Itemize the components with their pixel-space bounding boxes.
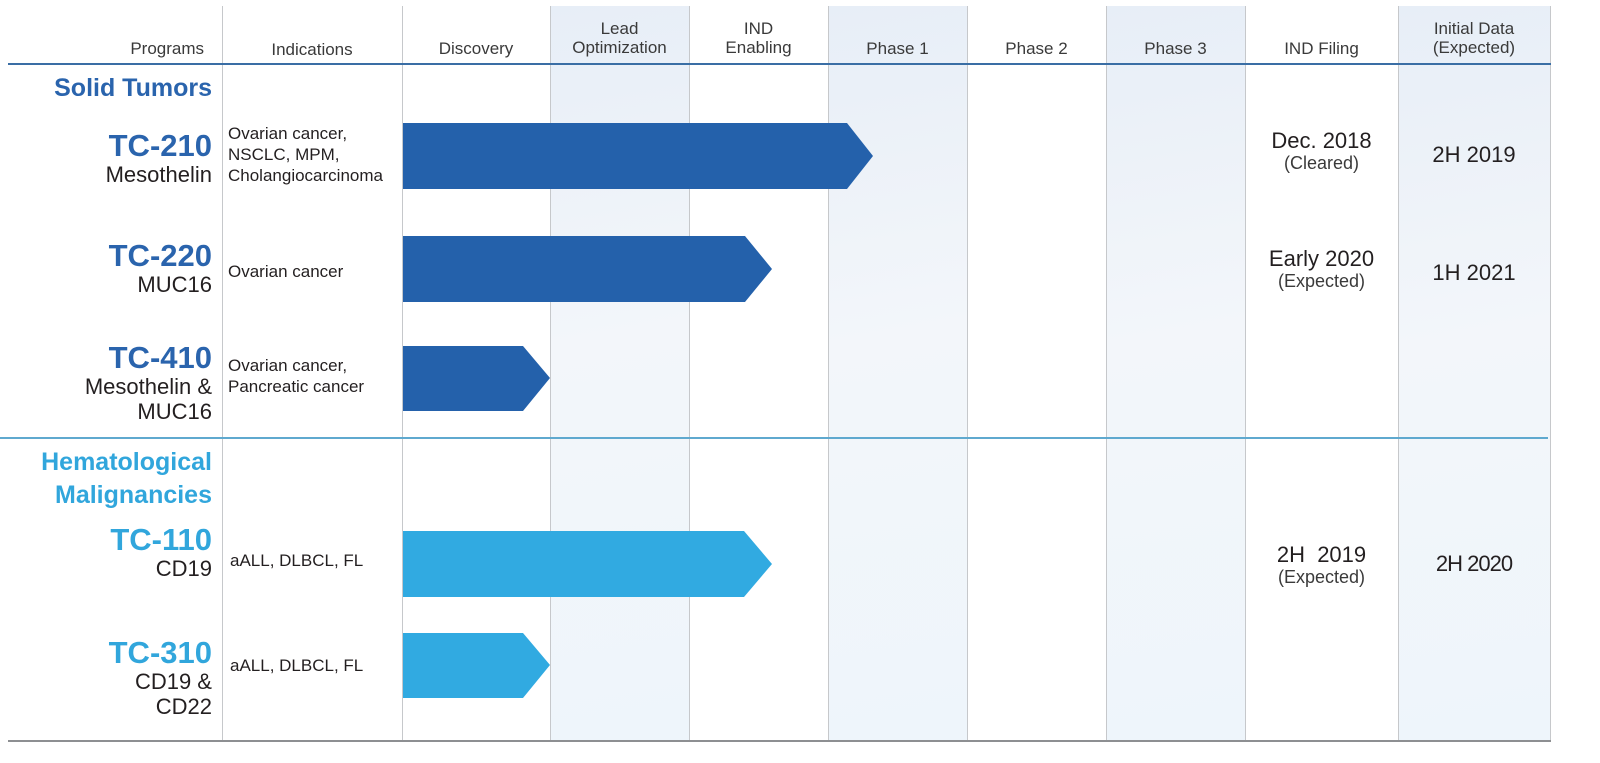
program-code: TC-220 [108,238,212,273]
column-shade-initial-data [1398,6,1550,742]
grid-line [1245,6,1246,742]
header-initial-data-label: Initial Data(Expected) [1433,19,1515,57]
section-divider [0,437,1548,439]
grid-line [550,6,551,742]
ind-filing-status: (Cleared) [1283,153,1360,173]
program-tc-220: TC-220 MUC16 [108,238,212,298]
ind-filing-date: Dec. 2018 [1271,128,1372,153]
initial-data-value: 2H 2020 [1435,551,1513,576]
header-phase-2-label: Phase 2 [1005,39,1068,58]
program-target: Mesothelin & [84,374,212,399]
header-phase-2: Phase 2 [967,6,1106,64]
indications-tc-410: Ovarian cancer, Pancreatic cancer [228,355,364,397]
grid-line [1106,6,1107,742]
grid-line [1398,6,1399,742]
header-phase-3: Phase 3 [1106,6,1245,64]
initial-data-tc-110: 2H 2020 [1398,551,1550,576]
program-target: Mesothelin [105,162,212,187]
progress-bar-tc-110 [403,531,772,597]
indication-line: Cholangiocarcinoma [228,166,383,185]
program-tc-310: TC-310 CD19 & CD22 [108,635,212,720]
header-programs-label: Programs [130,39,204,58]
grid-line [967,6,968,742]
progress-bar-tc-220 [403,236,772,302]
progress-bar-tc-410 [403,346,550,411]
program-code: TC-210 [108,128,212,163]
program-tc-110: TC-110 CD19 [110,522,212,582]
ind-filing-status: (Expected) [1277,567,1366,587]
table-bottom-border [8,740,1551,742]
header-discovery-label: Discovery [438,39,514,58]
header-ind-line1: IND [743,19,774,38]
header-initial-line2: (Expected) [1432,38,1516,57]
indication-line: Ovarian cancer, [228,124,348,143]
header-ind-filing-label: IND Filing [1284,39,1359,58]
grid-line [1550,6,1551,742]
header-indications: Indications [222,6,402,64]
header-discovery: Discovery [402,6,550,64]
initial-data-tc-210: 2H 2019 [1398,142,1550,167]
program-code: TC-310 [108,635,212,670]
section-title-hematological: Hematological Malignancies [41,446,212,512]
indications-tc-220: Ovarian cancer [228,261,343,282]
ind-filing-status: (Expected) [1277,271,1366,291]
program-code: TC-110 [110,522,212,557]
header-ind-filing: IND Filing [1245,6,1398,64]
ind-filing-tc-220: Early 2020 (Expected) [1245,246,1398,291]
initial-data-tc-220: 1H 2021 [1398,260,1550,285]
initial-data-value: 1H 2021 [1432,260,1516,285]
ind-filing-date: Early 2020 [1268,246,1375,271]
column-shade-lead-optimization [550,6,689,742]
header-programs: Programs [0,6,222,64]
program-target: CD19 [155,556,212,581]
header-initial-line1: Initial Data [1433,19,1515,38]
indication-line: NSCLC, MPM, [228,145,340,164]
grid-line [402,6,403,742]
ind-filing-tc-110: 2H 2019 (Expected) [1245,542,1398,587]
header-ind-line2: Enabling [725,38,792,57]
header-lead-line2: Optimization [572,38,667,57]
program-target: CD22 [155,694,212,719]
progress-bar-tc-210 [403,123,873,189]
indication-line: Ovarian cancer [228,262,344,281]
progress-bar-tc-310 [403,633,550,698]
indication-line: aALL, DLBCL, FL [230,656,364,675]
section-heme-line1: Hematological [41,448,212,476]
grid-line [689,6,690,742]
initial-data-value: 2H 2019 [1432,142,1516,167]
header-divider [8,63,1551,65]
header-initial-data: Initial Data(Expected) [1398,6,1550,64]
grid-line [828,6,829,742]
ind-filing-tc-210: Dec. 2018 (Cleared) [1245,128,1398,173]
program-code: TC-410 [108,340,212,375]
header-phase-3-label: Phase 3 [1144,39,1207,58]
column-shade-phase-3 [1106,6,1245,742]
program-tc-410: TC-410 Mesothelin & MUC16 [84,340,212,425]
section-solid-label: Solid Tumors [54,74,212,102]
indication-line: Ovarian cancer, [228,356,348,375]
program-target: MUC16 [137,399,212,424]
header-indications-label: Indications [271,40,353,59]
program-target: CD19 & [134,669,212,694]
header-phase-1-label: Phase 1 [866,39,929,58]
program-tc-210: TC-210 Mesothelin [105,128,212,188]
column-shade-phase-1 [828,6,967,742]
grid-line [222,6,223,742]
indications-tc-110: aALL, DLBCL, FL [230,550,363,571]
indication-line: Pancreatic cancer [228,377,365,396]
header-lead-line1: Lead [600,19,639,38]
header-phase-1: Phase 1 [828,6,967,64]
program-target: MUC16 [137,272,212,297]
section-heme-line2: Malignancies [55,481,212,509]
indications-tc-310: aALL, DLBCL, FL [230,655,363,676]
section-title-solid-tumors: Solid Tumors [54,72,212,105]
indications-tc-210: Ovarian cancer, NSCLC, MPM, Cholangiocar… [228,123,383,186]
indication-line: aALL, DLBCL, FL [230,551,364,570]
ind-filing-date: 2H 2019 [1276,542,1367,567]
